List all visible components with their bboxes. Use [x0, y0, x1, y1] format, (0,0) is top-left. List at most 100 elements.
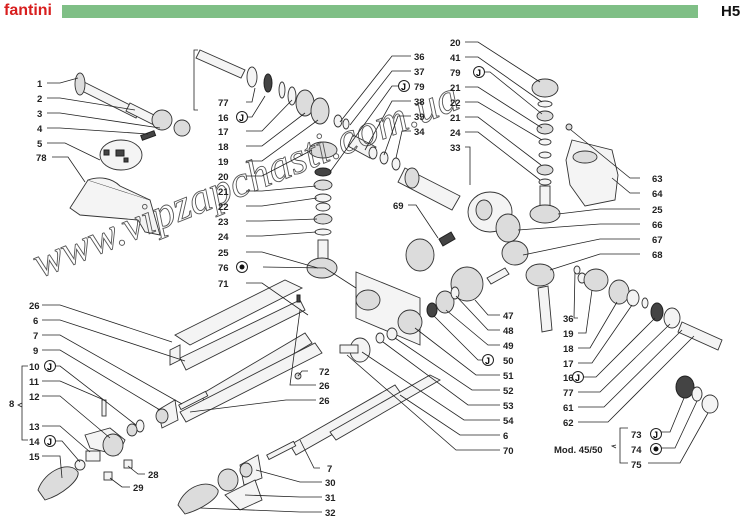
hook-icon: J: [44, 360, 56, 372]
dot-icon: [236, 261, 248, 273]
hook-icon: J: [398, 80, 410, 92]
callout-21c: 21: [450, 113, 461, 124]
svg-text:J: J: [401, 82, 406, 92]
callout-79b: 79: [450, 68, 461, 79]
callout-62: 62: [563, 418, 574, 429]
leader-lines: [17, 41, 709, 513]
callout-17: 17: [218, 127, 229, 138]
callout-6b: 6: [503, 431, 508, 442]
part-sleeve-38: [347, 134, 401, 171]
callout-7: 7: [33, 331, 38, 342]
callout-19b: 19: [563, 329, 574, 340]
callout-4: 4: [37, 124, 43, 135]
callout-75: 75: [631, 460, 642, 471]
part-bolt-71: [296, 294, 301, 303]
callout-74: 74: [631, 445, 642, 456]
callout-34: 34: [414, 127, 425, 138]
callout-26c: 26: [319, 396, 330, 407]
callout-5: 5: [37, 139, 43, 150]
hook-icon: J: [473, 66, 485, 78]
callout-25: 25: [218, 248, 229, 259]
callout-61: 61: [563, 403, 574, 414]
callout-26b: 26: [319, 381, 330, 392]
callout-66: 66: [652, 220, 663, 231]
part-gears-47-49: [426, 266, 484, 318]
callout-16b: 16: [563, 373, 574, 384]
part-input-shaft: [195, 49, 350, 130]
part-mount-left: [37, 399, 179, 501]
callout-48: 48: [503, 326, 514, 337]
callout-69: 69: [393, 201, 404, 212]
callout-9: 9: [33, 346, 38, 357]
callout-1: 1: [37, 79, 43, 90]
callout-33: 33: [450, 143, 461, 154]
callout-21: 21: [218, 187, 229, 198]
callout-47: 47: [503, 311, 514, 322]
part-gear-69: [405, 231, 456, 272]
hook-icon: J: [44, 435, 56, 447]
callout-78: 78: [36, 153, 47, 164]
callout-15: 15: [29, 452, 40, 463]
callout-36b: 36: [563, 314, 574, 325]
callout-16: 16: [218, 113, 229, 124]
callout-30: 30: [325, 478, 336, 489]
callout-2: 2: [37, 94, 42, 105]
callout-22: 22: [218, 202, 229, 213]
part-seals-73-75: [675, 375, 719, 414]
part-housing-33: [397, 167, 513, 233]
callout-8: 8: [9, 399, 14, 410]
callout-19: 19: [218, 157, 229, 168]
svg-text:J: J: [485, 356, 490, 366]
callout-39: 39: [414, 112, 425, 123]
callout-20b: 20: [450, 38, 461, 49]
callout-70: 70: [503, 446, 514, 457]
callout-77: 77: [218, 98, 229, 109]
callout-24b: 24: [450, 128, 461, 139]
callout-73: 73: [631, 430, 642, 441]
callout-63: 63: [652, 174, 663, 185]
callout-72: 72: [319, 367, 330, 378]
callout-18: 18: [218, 142, 229, 153]
callout-31: 31: [325, 493, 336, 504]
dot-icon: [650, 443, 662, 455]
callout-18b: 18: [563, 344, 574, 355]
callout-23: 23: [218, 217, 229, 228]
callout-54: 54: [503, 416, 514, 427]
part-guard-78: [69, 177, 161, 236]
part-kit-5: [99, 139, 143, 171]
parts-layer: [37, 49, 723, 515]
svg-text:J: J: [575, 373, 580, 383]
callout-37: 37: [414, 67, 425, 78]
callout-13: 13: [29, 422, 40, 433]
page-code: H5: [721, 3, 741, 20]
part-plate: [339, 271, 423, 363]
part-bracket-64: [565, 123, 619, 207]
callout-53: 53: [503, 401, 514, 412]
header-bar: [62, 5, 698, 18]
callout-38: 38: [414, 97, 425, 108]
callout-11: 11: [29, 377, 40, 388]
callout-76: 76: [218, 263, 229, 274]
callout-25b: 25: [652, 205, 663, 216]
callout-41: 41: [450, 53, 461, 64]
callout-3: 3: [37, 109, 42, 120]
part-vertical-stack-right: [529, 78, 561, 224]
hook-icon: J: [572, 371, 584, 383]
callout-51: 51: [503, 371, 514, 382]
callout-79: 79: [414, 82, 425, 93]
callout-22b: 22: [450, 98, 461, 109]
part-gears-66-68: [486, 213, 555, 333]
svg-text:J: J: [47, 437, 52, 447]
callout-17b: 17: [563, 359, 574, 370]
callout-67: 67: [652, 235, 663, 246]
symbol-icons: J J J J J J J J: [44, 66, 662, 455]
model-note: Mod. 45/50: [554, 445, 603, 456]
callout-36: 36: [414, 52, 425, 63]
svg-text:J: J: [476, 68, 481, 78]
callout-labels: 1 2 3 4 5 78 77 16 17 18 19 20 21 22 23 …: [9, 38, 663, 519]
hook-icon: J: [650, 428, 662, 440]
callout-49: 49: [503, 341, 514, 352]
callout-29: 29: [133, 483, 144, 494]
callout-12: 12: [29, 392, 40, 403]
